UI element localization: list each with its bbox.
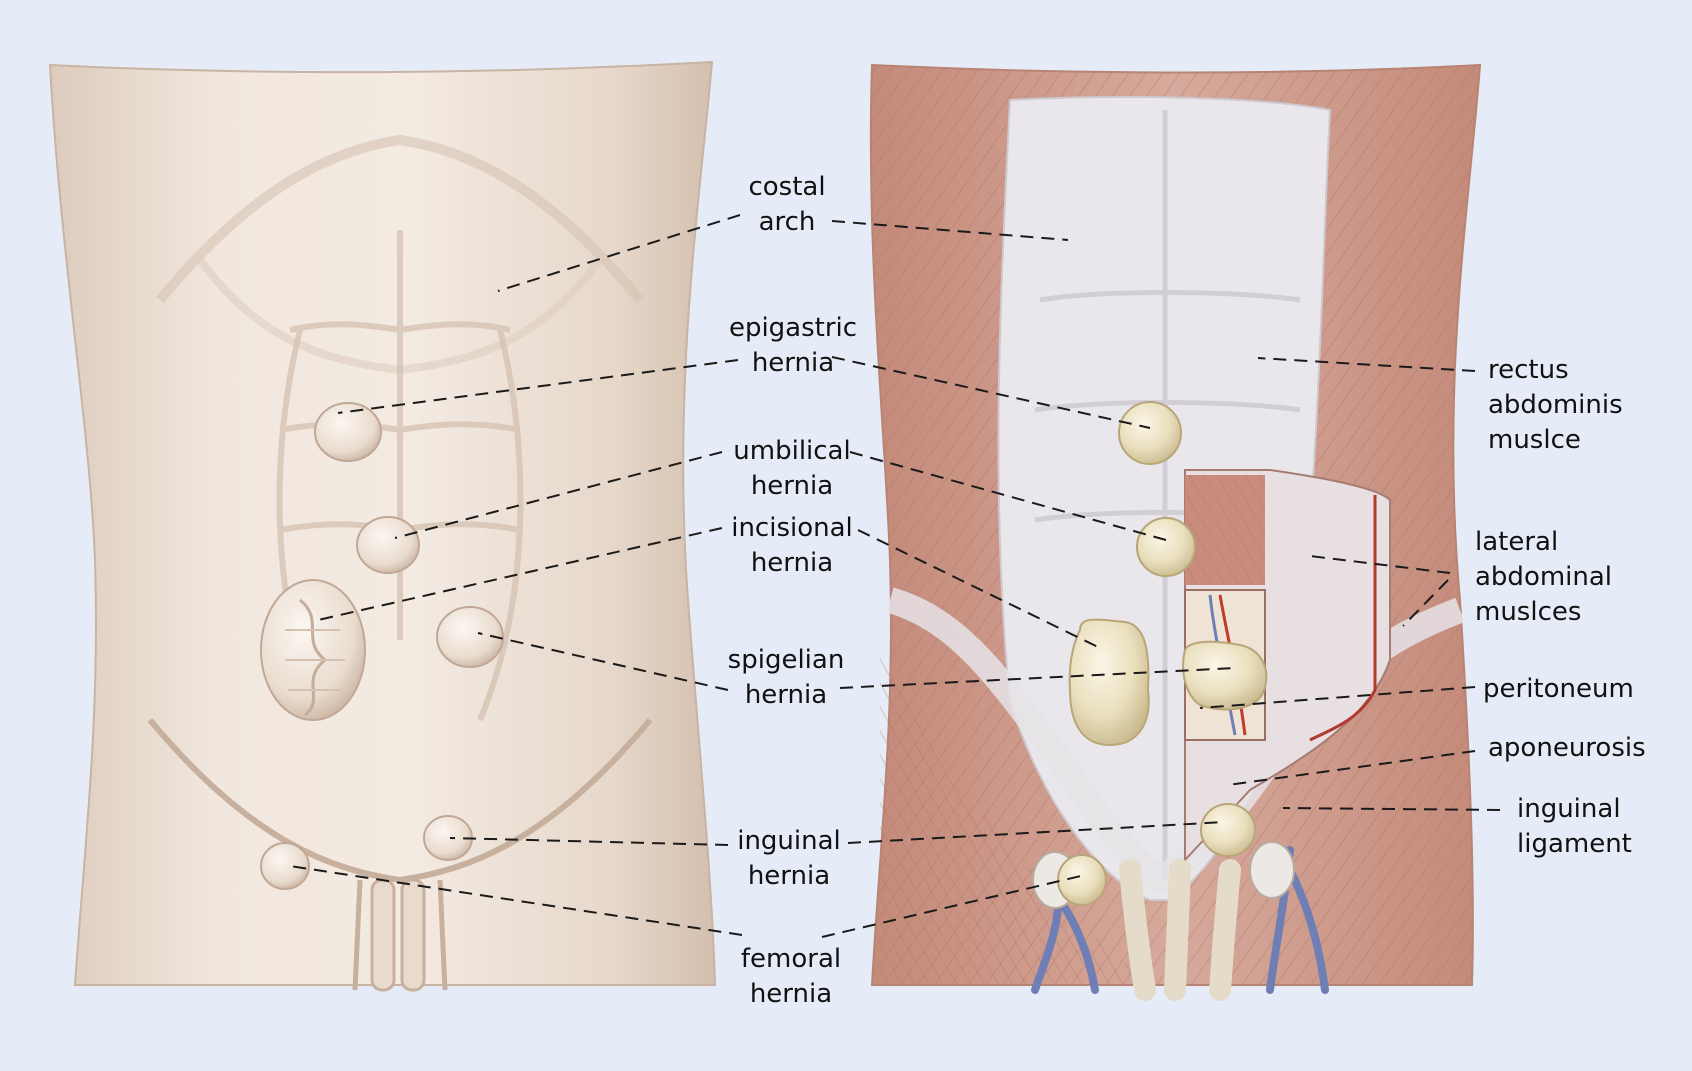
spigelian-sac-right	[1182, 640, 1268, 711]
label-umbilical-hernia: umbilical hernia	[733, 436, 851, 501]
label-femoral-hernia: femoral hernia	[740, 944, 842, 1009]
leader-epigastric-right	[831, 356, 1151, 429]
leader-femoral-right	[821, 874, 1086, 938]
label-rectus-abdominis: rectus abdominis muslce	[1488, 355, 1623, 455]
epigastric-bulge-left	[314, 402, 382, 462]
leader-peritoneum	[1199, 686, 1476, 709]
leader-umbilical-right	[849, 451, 1167, 541]
leader-umbilical-left	[394, 451, 723, 539]
leader-lateral-1	[1309, 555, 1451, 574]
leader-epigastric-left	[337, 359, 739, 414]
umbilical-bulge-left	[356, 516, 420, 574]
inguinal-sac-right	[1200, 803, 1256, 857]
spermatic-cords	[1119, 859, 1241, 1001]
label-incisional-hernia: incisional hernia	[731, 513, 853, 578]
leader-rectus	[1257, 357, 1476, 372]
incisional-sac-right	[1068, 618, 1150, 747]
leader-lateral-2	[1402, 579, 1449, 627]
label-inguinal-ligament: inguinal ligament	[1517, 794, 1632, 859]
spigelian-bulge-left	[436, 606, 504, 668]
incisional-bulge-left	[260, 579, 366, 721]
femoral-sac-right	[1057, 854, 1107, 906]
leader-femoral-left	[289, 865, 743, 936]
label-costal-arch: costal arch	[748, 172, 826, 237]
leader-lines	[289, 214, 1501, 938]
label-epigastric-hernia: epigastric hernia	[728, 313, 858, 378]
label-spigelian-hernia: spigelian hernia	[727, 645, 845, 710]
label-inguinal-hernia: inguinal hernia	[737, 826, 841, 891]
label-lateral-abdominal: lateral abdominal muslces	[1475, 527, 1613, 627]
femoral-bulge-left	[260, 842, 310, 890]
leader-spigelian-left	[477, 632, 729, 691]
leader-costal-left	[497, 214, 741, 292]
leader-inguinal-left	[449, 837, 729, 846]
leader-incisional-left	[317, 527, 723, 621]
leader-incisional-right	[857, 529, 1101, 649]
leader-costal-right	[831, 220, 1069, 241]
umbilical-sac-right	[1136, 517, 1196, 577]
leader-inguinal-ligament	[1282, 807, 1501, 811]
label-peritoneum: peritoneum	[1483, 674, 1634, 704]
leader-spigelian-right	[839, 667, 1236, 689]
epigastric-sac-right	[1118, 401, 1182, 465]
label-aponeurosis: aponeurosis	[1488, 733, 1646, 763]
